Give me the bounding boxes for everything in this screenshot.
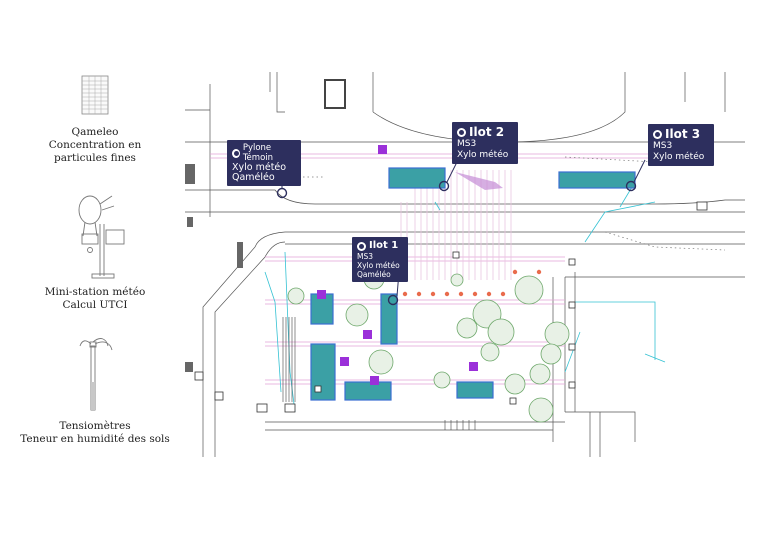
tensiometer-icon [79, 338, 113, 411]
weather-station-icon [78, 195, 125, 279]
sensor-badge-icon [357, 241, 366, 251]
site-plan-map [185, 72, 745, 457]
sensor-badge-icon [232, 148, 240, 158]
dotted-lines [285, 156, 726, 251]
qameleo-sensor-icon [81, 75, 109, 115]
callout-ilot-1: Ilot 1 MS3 Xylo météo Qaméléo [352, 237, 408, 282]
trees [287, 268, 570, 423]
crosswalk [400, 170, 512, 280]
cyan-network [264, 181, 666, 413]
callout-ilot-2: Ilot 2 MS3 Xylo météo [452, 122, 518, 164]
building-blocks [185, 79, 346, 372]
sensor-badge-icon [457, 127, 466, 137]
callout-pylone-temoin: Pylone Témoin Xylo météo Qaméléo [227, 140, 301, 186]
callout-ilot-3: Ilot 3 MS3 Xylo météo [648, 124, 714, 166]
sensor-markers [317, 145, 478, 385]
arrow-marker [455, 172, 503, 190]
stairs [282, 317, 476, 430]
device-boxes [194, 201, 708, 413]
sensor-badge-icon [653, 129, 662, 139]
benches [402, 269, 542, 297]
